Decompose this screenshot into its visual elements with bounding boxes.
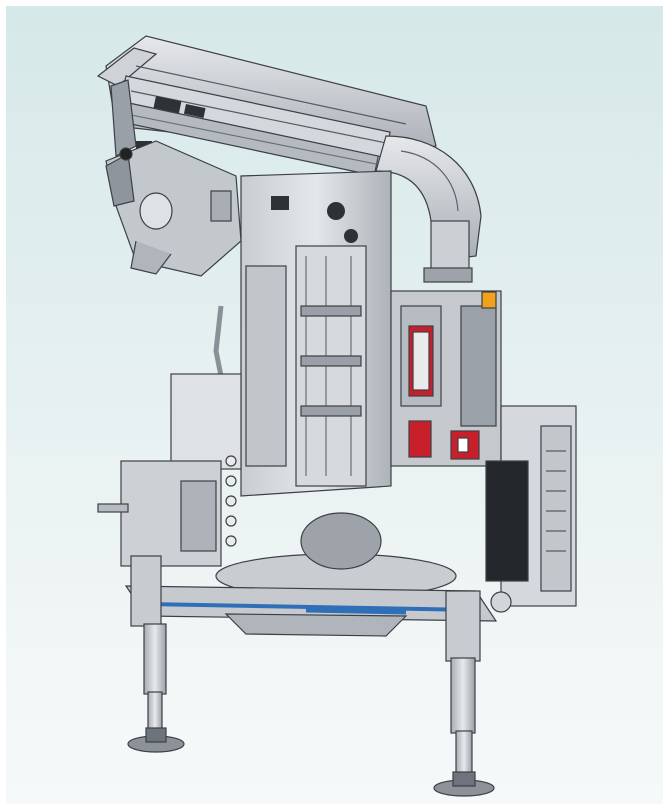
control-cabinet [390,290,502,467]
image-frame [6,6,663,804]
knuckle-arm [375,135,482,283]
right-leg [433,590,495,797]
central-column [213,170,392,497]
winch-block [105,140,242,277]
side-panel [485,405,577,607]
base-platform [124,512,512,637]
left-leg [127,555,185,753]
boom-arm [96,35,437,177]
crane-render [96,35,577,797]
left-housing [97,373,242,567]
